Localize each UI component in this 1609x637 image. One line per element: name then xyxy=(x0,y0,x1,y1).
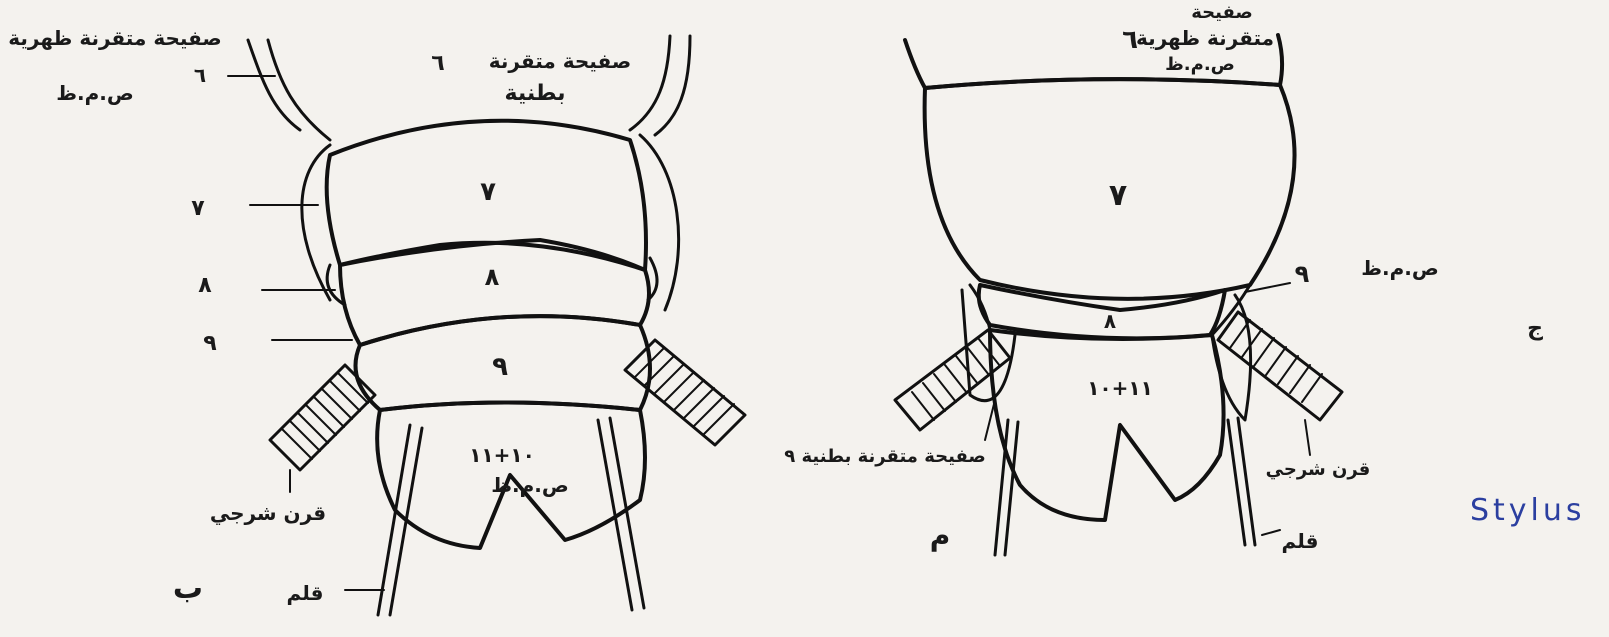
right-pointer-cercus xyxy=(1305,420,1310,455)
left-tergite-6-abbrev: ص.م.ظ xyxy=(56,81,134,105)
right-tergite-6-line2: متقرنة ظهرية xyxy=(1136,26,1274,50)
right-figure: صفيحة متقرنة ظهرية ٦ ص.م.ظ ٧ ٨ ١١+١٠ ص.م… xyxy=(784,2,1585,555)
left-side-label-7: ٧ xyxy=(191,196,205,221)
right-pointer-sternite-9 xyxy=(985,400,995,440)
left-sternite-label-1: صفيحة متقرنة xyxy=(489,49,631,73)
right-segment-10-11: ١١+١٠ xyxy=(1087,376,1153,400)
right-segment-7-number: ٧ xyxy=(1109,178,1127,213)
left-seg6-rail-outer xyxy=(248,40,300,130)
right-sternite-9-label: صفيحة متقرنة بطنية ٩ xyxy=(784,446,986,467)
right-tergite-8 xyxy=(979,285,1225,338)
left-sternite-label-2: بطنية xyxy=(505,81,566,106)
right-figure-letter: م xyxy=(930,519,951,552)
right-cercus-right xyxy=(1218,312,1342,420)
left-segment-9-number: ٩ xyxy=(492,352,508,382)
right-segment-8-number: ٨ xyxy=(1104,309,1116,333)
left-figure-letter: ب xyxy=(173,571,203,606)
left-side-label-9: ٩ xyxy=(203,331,216,356)
left-segment-abbrev: ص.م.ظ xyxy=(491,473,569,497)
left-tergite-8 xyxy=(340,240,649,345)
left-cercus-label: قرن شرجي xyxy=(210,501,326,526)
right-tergite-6-number: ٦ xyxy=(1122,25,1138,55)
right-tergite-6-line1: صفيحة xyxy=(1191,2,1253,23)
left-seg6-rail-right-inner xyxy=(655,36,690,135)
left-side-label-8: ٨ xyxy=(198,273,212,298)
left-figure: صفيحة متقرنة ظهرية ٦ ص.م.ظ صفيحة متقرنة … xyxy=(8,26,745,615)
right-tergite-9-number: ٩ xyxy=(1295,260,1310,288)
right-stylus-right xyxy=(1228,418,1255,545)
left-cercus-left xyxy=(270,365,375,470)
stylus-english-label: Stylus xyxy=(1470,493,1586,528)
right-stylus-label: قلم xyxy=(1282,529,1319,553)
right-pointer-stylus xyxy=(1262,530,1280,535)
right-cercus-label: قرن شرجي xyxy=(1266,459,1371,480)
left-segment-7-number: ٧ xyxy=(480,177,496,207)
right-side-mark: ج xyxy=(1527,316,1543,341)
left-stylus-label: قلم xyxy=(287,581,324,605)
left-tergite-6-label: صفيحة متقرنة ظهرية xyxy=(8,26,222,50)
left-seg6-rail-inner xyxy=(268,40,330,140)
right-stylus-left xyxy=(995,420,1018,555)
right-segment-10-11 xyxy=(990,330,1224,520)
left-stylus-left xyxy=(378,425,422,615)
right-tergite-9-abbrev: ص.م.ظ xyxy=(1361,256,1439,280)
left-tergite-6-number: ٦ xyxy=(194,63,206,87)
left-sternite-number: ٦ xyxy=(431,51,444,76)
left-segment-8-number: ٨ xyxy=(485,263,500,291)
right-tergite-6-abbrev: ص.م.ظ xyxy=(1165,54,1235,75)
left-segment-10-11: ١٠+١١ xyxy=(469,443,535,467)
left-seg6-rail-right-outer xyxy=(630,36,670,130)
